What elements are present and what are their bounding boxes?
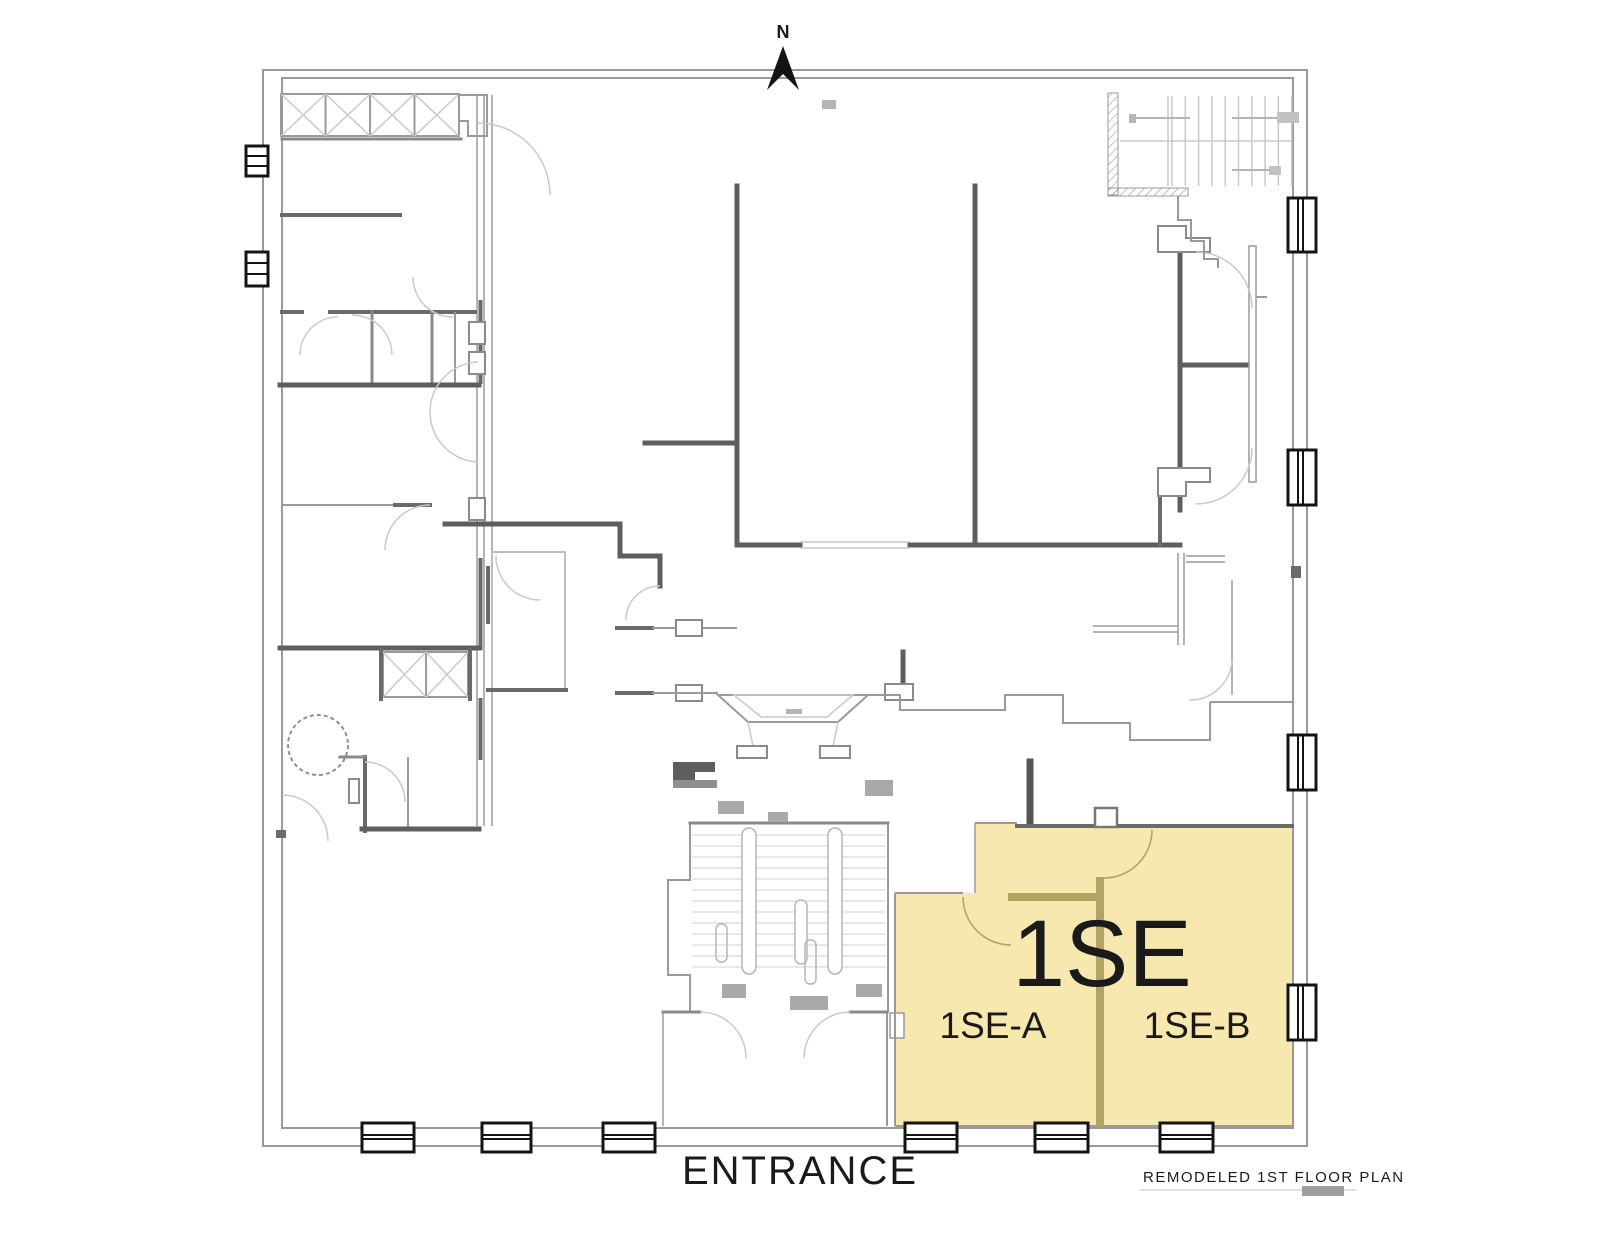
window-icon bbox=[1286, 733, 1318, 792]
door-arc bbox=[429, 411, 479, 463]
door-arc bbox=[351, 314, 393, 356]
escalator-rail bbox=[794, 899, 808, 965]
suite-title-label[interactable]: 1SE bbox=[1012, 901, 1192, 1007]
demising-wall bbox=[1096, 877, 1104, 1127]
central-room bbox=[642, 100, 1183, 549]
door-arc bbox=[384, 504, 431, 551]
wall-stub bbox=[276, 830, 286, 838]
stepped-wall bbox=[1177, 196, 1219, 268]
door-arc bbox=[281, 794, 329, 842]
entrance-vestibule bbox=[661, 1010, 889, 1126]
window-icon bbox=[1286, 983, 1318, 1042]
window-symbols-right bbox=[1286, 196, 1318, 1042]
louver-vent-icon bbox=[244, 144, 270, 288]
door-arc bbox=[477, 122, 551, 196]
central-corridor bbox=[442, 521, 1301, 828]
plan-caption-label: REMODELED 1ST FLOOR PLAN bbox=[1143, 1169, 1405, 1186]
caption-mark bbox=[1302, 1186, 1344, 1196]
window-symbols-bottom bbox=[360, 1121, 1215, 1154]
north-arrow-icon bbox=[767, 46, 799, 90]
door-arc bbox=[364, 761, 406, 803]
window-icon bbox=[1158, 1121, 1215, 1154]
ceiling-mark bbox=[822, 100, 836, 109]
door-arc bbox=[803, 1011, 851, 1059]
suite-labels[interactable]: 1SE 1SE-A 1SE-B bbox=[940, 901, 1251, 1046]
window-icon bbox=[480, 1121, 533, 1154]
north-compass: N bbox=[767, 22, 799, 90]
suite-unit-a-label[interactable]: 1SE-A bbox=[940, 1005, 1047, 1046]
door-arc bbox=[1195, 447, 1253, 505]
window-icon bbox=[360, 1121, 416, 1154]
escalators bbox=[667, 780, 893, 1012]
door-arc bbox=[1189, 659, 1233, 701]
suite-1se-walls bbox=[894, 806, 1294, 1127]
door-arc bbox=[625, 585, 661, 621]
suite-1se[interactable] bbox=[889, 824, 1292, 1126]
demising-wall bbox=[1008, 893, 1104, 901]
wall-stub bbox=[1291, 566, 1301, 578]
suite-1se-region[interactable] bbox=[895, 824, 1292, 1126]
escalator-rail bbox=[741, 827, 757, 975]
east-rooms bbox=[1157, 225, 1267, 513]
door-arc bbox=[495, 555, 541, 601]
west-corridor-wall bbox=[468, 95, 493, 826]
door-arc bbox=[699, 1011, 747, 1059]
door-arc bbox=[962, 896, 1012, 946]
suite-unit-b-label[interactable]: 1SE-B bbox=[1144, 1005, 1251, 1046]
window-icon bbox=[1286, 448, 1318, 507]
suite-left-notch bbox=[889, 1012, 905, 1039]
window-icon bbox=[601, 1121, 657, 1154]
wall-notch bbox=[1093, 806, 1119, 829]
shaft-x-icon bbox=[382, 651, 469, 698]
north-label: N bbox=[777, 22, 790, 42]
entrance-label: ENTRANCE bbox=[682, 1149, 918, 1193]
window-icon bbox=[1286, 196, 1318, 254]
window-icon bbox=[1033, 1121, 1090, 1154]
staircase-top-right bbox=[1107, 92, 1299, 268]
column-circle bbox=[287, 714, 349, 776]
door-arc bbox=[299, 316, 339, 356]
window-icon bbox=[903, 1121, 959, 1154]
door-arc bbox=[412, 276, 454, 318]
elevator-x-icon bbox=[280, 93, 460, 137]
door-arc bbox=[1195, 251, 1253, 309]
elevator-shafts bbox=[280, 93, 488, 141]
plan-caption: REMODELED 1ST FLOOR PLAN bbox=[1140, 1169, 1405, 1196]
west-rooms bbox=[276, 122, 568, 842]
door-arc bbox=[1103, 829, 1153, 879]
door-arc bbox=[429, 361, 479, 413]
escalator-rail bbox=[827, 827, 843, 975]
wall-block bbox=[673, 762, 715, 782]
